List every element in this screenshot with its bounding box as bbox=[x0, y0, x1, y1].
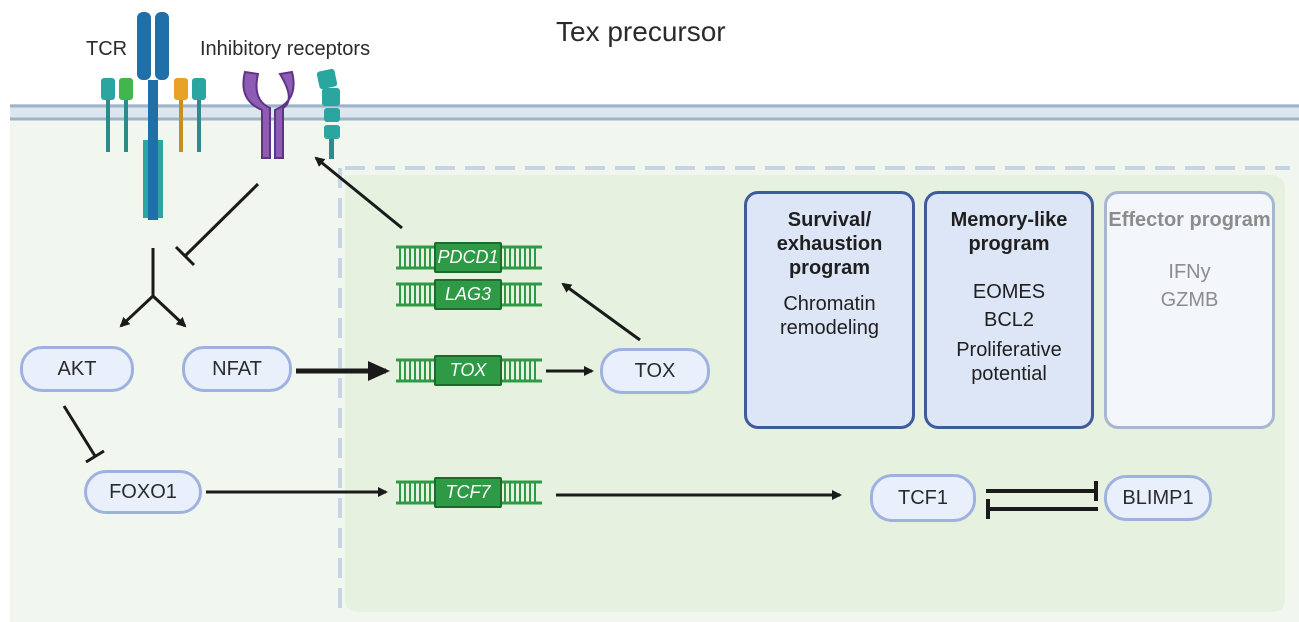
inhibitory-receptor-icon bbox=[242, 70, 295, 159]
foxo1-node: FOXO1 bbox=[84, 470, 202, 514]
survival-item: Chromatin remodeling bbox=[780, 293, 879, 339]
tcr-icon bbox=[101, 12, 206, 220]
tox-gene: TOX bbox=[434, 355, 502, 386]
lag3-gene: LAG3 bbox=[434, 279, 502, 310]
tcf1-node: TCF1 bbox=[870, 474, 976, 522]
memory-item: BCL2 bbox=[983, 309, 1035, 331]
survival-program-box: Survival/ exhaustion program Chromatin r… bbox=[744, 191, 915, 429]
akt-node: AKT bbox=[20, 346, 134, 392]
memory-item: Proliferative potential bbox=[956, 339, 1062, 385]
survival-program-heading: Survival/ exhaustion program bbox=[776, 209, 883, 279]
memory-program-heading: Memory-like program bbox=[950, 209, 1068, 255]
effector-program-box: Effector program IFNy GZMB bbox=[1104, 191, 1275, 429]
memory-item: EOMES bbox=[972, 281, 1046, 303]
effector-program-heading: Effector program bbox=[1108, 209, 1271, 231]
effector-item: GZMB bbox=[1160, 289, 1219, 311]
inhibitory-receptors-label: Inhibitory receptors bbox=[200, 38, 371, 60]
memory-program-box: Memory-like program EOMES BCL2 Prolifera… bbox=[924, 191, 1094, 429]
tox-node: TOX bbox=[600, 348, 710, 394]
tcr-label: TCR bbox=[86, 38, 128, 60]
tcf7-gene: TCF7 bbox=[434, 477, 502, 508]
blimp1-node: BLIMP1 bbox=[1104, 475, 1212, 521]
pdcd1-gene: PDCD1 bbox=[434, 242, 502, 273]
effector-item: IFNy bbox=[1168, 261, 1211, 283]
diagram-title: Tex precursor bbox=[556, 16, 726, 47]
lag3-receptor-icon bbox=[316, 68, 340, 159]
nfat-node: NFAT bbox=[182, 346, 292, 392]
